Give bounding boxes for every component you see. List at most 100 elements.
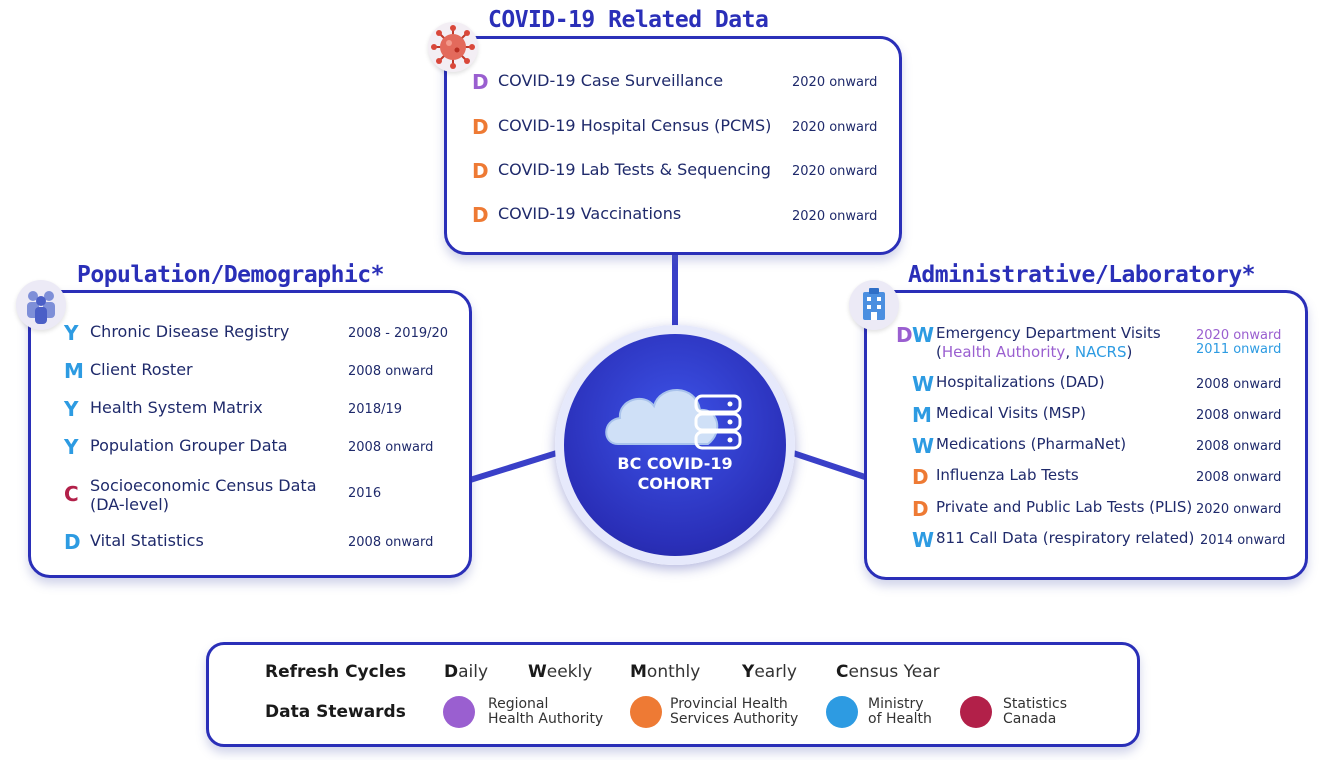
refresh-code: Y — [64, 397, 79, 421]
cycle-census-year: Census Year — [836, 662, 940, 682]
covid-box-title: COVID-19 Related Data — [488, 7, 769, 33]
dataset-period: 2008 onward — [1196, 377, 1282, 392]
population-item-health-system-matrix: Y Health System Matrix — [64, 398, 263, 420]
cycle-weekly: Weekly — [528, 662, 592, 682]
admin-item-influenza-lab: D Influenza Lab Tests — [912, 466, 1079, 488]
dataset-period: 2020 onward — [792, 164, 878, 179]
cycle-daily: Daily — [444, 662, 488, 682]
refresh-code-2: W — [912, 323, 935, 347]
dataset-period: 2016 — [348, 486, 382, 501]
dataset-label: Socioeconomic Census Data — [90, 476, 317, 495]
refresh-cycles-title: Refresh Cycles — [265, 662, 407, 682]
dataset-period: 2008 onward — [1196, 470, 1282, 485]
refresh-code: W — [912, 528, 935, 552]
cohort-hub: BC COVID-19 COHORT — [555, 325, 795, 565]
steward-dot-ministry — [826, 696, 858, 728]
steward-line2: of Health — [868, 711, 932, 727]
paren-close: ) — [1126, 343, 1133, 361]
dataset-label: Population Grouper Data — [90, 436, 288, 455]
cycle-initial: C — [836, 662, 849, 682]
data-stewards-title: Data Stewards — [265, 702, 406, 722]
people-icon — [16, 280, 66, 330]
steward-dot-regional — [443, 696, 475, 728]
cycle-yearly: Yearly — [742, 662, 797, 682]
dataset-label: COVID-19 Vaccinations — [498, 204, 682, 223]
cloud-database-icon — [605, 389, 742, 450]
steward-line2: Canada — [1003, 711, 1057, 727]
admin-item-811-calls: W 811 Call Data (respiratory related) — [912, 529, 1194, 551]
dataset-period: 2018/19 — [348, 402, 403, 417]
refresh-code: D — [64, 530, 81, 554]
steward-health-authority: Health Authority — [941, 343, 1066, 361]
dataset-label: Private and Public Lab Tests (PLIS) — [936, 498, 1193, 516]
refresh-code: D — [472, 115, 489, 139]
dataset-period: 2008 onward — [1196, 439, 1282, 454]
refresh-code: D — [472, 203, 489, 227]
connector-population — [469, 449, 561, 483]
legend-box — [206, 642, 1140, 747]
population-box-title: Population/Demographic* — [77, 262, 385, 288]
population-item-socioeconomic-census: C Socioeconomic Census Data (DA-level) — [64, 476, 317, 514]
refresh-code: Y — [64, 435, 79, 459]
cycle-initial: W — [528, 662, 547, 682]
cycle-rest: aily — [458, 662, 489, 682]
covid-item-lab-tests: D COVID-19 Lab Tests & Sequencing — [472, 160, 771, 182]
dataset-label: 811 Call Data (respiratory related) — [936, 529, 1195, 547]
dataset-period: 2008 onward — [348, 535, 434, 550]
dataset-label: Chronic Disease Registry — [90, 322, 290, 341]
steward-nacrs: NACRS — [1074, 343, 1127, 361]
dataset-label-group: Emergency Department Visits (Health Auth… — [936, 324, 1161, 362]
dataset-period: 2008 - 2019/20 — [348, 326, 449, 341]
dataset-period: 2020 onward — [1196, 328, 1282, 343]
admin-item-medications: W Medications (PharmaNet) — [912, 435, 1126, 457]
dataset-label: Health System Matrix — [90, 398, 263, 417]
dataset-period: 2008 onward — [348, 364, 434, 379]
separator: , — [1065, 343, 1075, 361]
cycle-monthly: Monthly — [630, 662, 700, 682]
covid-item-vaccinations: D COVID-19 Vaccinations — [472, 204, 681, 226]
population-item-vital-statistics: D Vital Statistics — [64, 531, 204, 553]
steward-line1: Ministry — [868, 696, 924, 712]
steward-dot-statcan — [960, 696, 992, 728]
steward-line2: Health Authority — [488, 711, 604, 727]
dataset-label: Medical Visits (MSP) — [936, 404, 1086, 422]
cycle-initial: D — [444, 662, 459, 682]
covid-data-box — [444, 36, 902, 255]
dataset-label: COVID-19 Hospital Census (PCMS) — [498, 116, 772, 135]
steward-line1: Statistics — [1003, 696, 1067, 712]
admin-item-hospitalizations: W Hospitalizations (DAD) — [912, 373, 1105, 395]
paren-open: ( — [936, 343, 942, 361]
refresh-code: D — [896, 323, 913, 347]
dataset-label-group: Socioeconomic Census Data (DA-level) — [90, 476, 317, 514]
cycle-rest: onthly — [646, 662, 701, 682]
refresh-code: M — [912, 403, 932, 427]
cycle-initial: M — [630, 662, 647, 682]
dataset-label-line2: (DA-level) — [90, 495, 169, 514]
steward-line1: Provincial Health — [670, 696, 788, 712]
dataset-period: 2014 onward — [1200, 533, 1286, 548]
refresh-code: M — [64, 359, 84, 383]
cycle-rest: eekly — [546, 662, 593, 682]
population-item-client-roster: M Client Roster — [64, 360, 193, 382]
refresh-code: W — [912, 434, 935, 458]
dataset-label: Medications (PharmaNet) — [936, 435, 1127, 453]
cycle-rest: early — [754, 662, 797, 682]
refresh-code: C — [64, 482, 79, 506]
admin-item-plis: D Private and Public Lab Tests (PLIS) — [912, 498, 1192, 520]
steward-line2: Services Authority — [670, 711, 799, 727]
admin-box-title: Administrative/Laboratory* — [908, 262, 1256, 288]
population-item-grouper-data: Y Population Grouper Data — [64, 436, 288, 458]
refresh-code: Y — [64, 321, 79, 345]
refresh-code: D — [912, 497, 929, 521]
refresh-code: D — [912, 465, 929, 489]
cycle-initial: Y — [742, 662, 755, 682]
covid-item-hospital-census: D COVID-19 Hospital Census (PCMS) — [472, 116, 771, 138]
dataset-sublabel: (Health Authority, NACRS) — [936, 343, 1161, 362]
cycle-rest: ensus Year — [848, 662, 940, 682]
dataset-label: Influenza Lab Tests — [936, 466, 1079, 484]
admin-item-medical-visits: M Medical Visits (MSP) — [912, 404, 1086, 426]
